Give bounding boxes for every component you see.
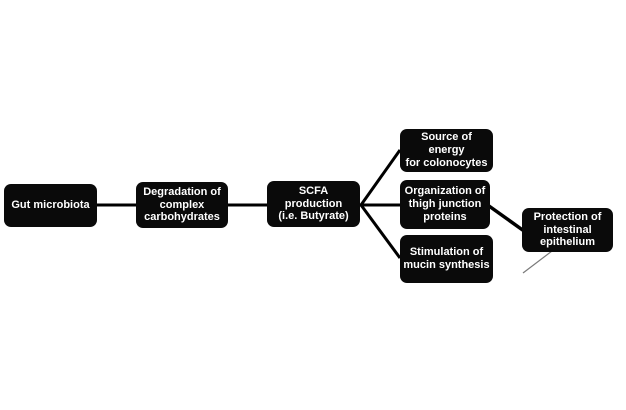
node-scfa-production: SCFA production (i.e. Butyrate) bbox=[267, 181, 360, 227]
connector-scfa-to-stimulation bbox=[359, 204, 402, 259]
node-protection-intestinal-epithelium: Protection of intestinal epithelium bbox=[522, 208, 613, 252]
node-organization-junction-proteins: Organization of thigh junction proteins bbox=[400, 180, 490, 229]
connector-organization-to-protection bbox=[487, 204, 526, 233]
connector-scfa-to-energy bbox=[359, 149, 402, 206]
node-source-of-energy: Source of energy for colonocytes bbox=[400, 129, 493, 172]
node-stimulation-mucin-synthesis: Stimulation of mucin synthesis bbox=[400, 235, 493, 283]
connector-protection-callout-tail bbox=[522, 250, 553, 274]
node-gut-microbiota: Gut microbiota bbox=[4, 184, 97, 227]
node-degradation-complex-carbohydrates: Degradation of complex carbohydrates bbox=[136, 182, 228, 228]
